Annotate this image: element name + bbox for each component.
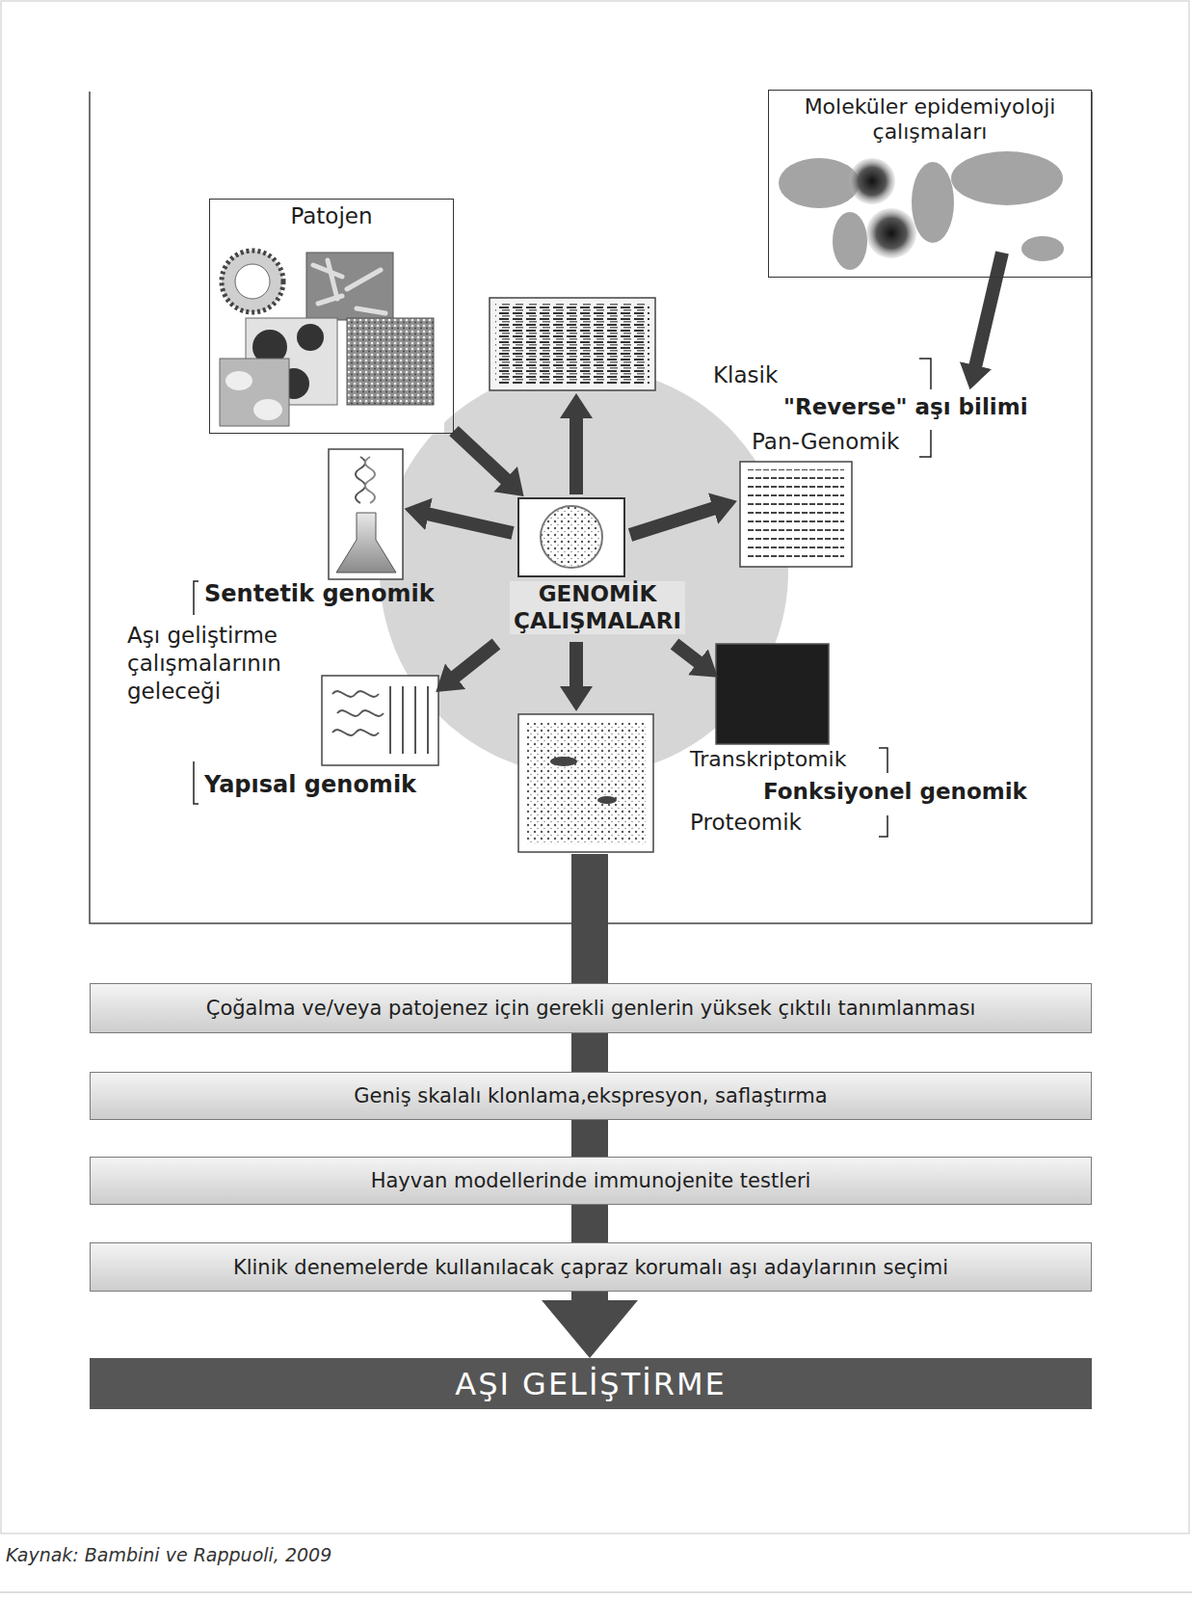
- node-text: Klinik denemelerde kullanılacak çapraz k…: [233, 1255, 949, 1279]
- page-frame: [0, 0, 1190, 1534]
- gel-spots: [526, 722, 646, 845]
- node-text: AŞI GELİŞTİRME: [454, 1365, 726, 1403]
- node-text: Çoğalma ve/veya patojenez için gerekli g…: [206, 996, 976, 1020]
- node-text: GENOMİK ÇALIŞMALARI: [509, 581, 686, 635]
- cell: [225, 370, 253, 391]
- group-label: "Reverse" aşı bilimi: [783, 394, 1029, 422]
- continent: [911, 161, 954, 243]
- study-arrow: [453, 643, 497, 678]
- microarray-image: [715, 643, 829, 744]
- method-label: Klasik: [713, 362, 778, 390]
- genome-image: [518, 498, 625, 577]
- proteome-image: [518, 714, 654, 852]
- page-rule: [0, 1591, 1192, 1593]
- map-box: Moleküler epidemiyoloji çalışmaları: [768, 89, 1092, 278]
- pipeline-band: Çoğalma ve/veya patojenez için gerekli g…: [89, 982, 1092, 1034]
- pangenome-grid: [747, 469, 845, 559]
- flow-arrow: [571, 1119, 609, 1157]
- study-arrow: [569, 641, 583, 689]
- virus-core: [235, 264, 270, 299]
- sequence-lines: [495, 303, 650, 385]
- study-arrow: [426, 513, 513, 533]
- gel-spot: [550, 756, 578, 767]
- bacteria-rods: [313, 260, 386, 314]
- parasite-photo: [346, 317, 434, 405]
- flask-image: [328, 449, 403, 580]
- pathogen-pictures: [219, 250, 434, 426]
- gel-spot: [597, 795, 617, 804]
- continent: [778, 158, 860, 209]
- pipeline-band: Hayvan modellerinde immunojenite testler…: [89, 1156, 1092, 1205]
- source-caption: Kaynak: Bambini ve Rappuoli, 2009: [5, 1543, 332, 1565]
- pipeline-shaft: [571, 853, 609, 983]
- flow-arrow: [571, 1033, 609, 1072]
- node-text: Patojen: [210, 199, 453, 235]
- method-label: Transkriptomik: [689, 746, 847, 772]
- structure-image: [321, 675, 439, 766]
- study-arrow: [674, 643, 700, 663]
- group-label: Yapısal genomik: [204, 770, 417, 799]
- bacteria-photo: [306, 252, 394, 320]
- cell-photo: [219, 358, 290, 426]
- world-map: [778, 151, 1064, 270]
- pipeline-band: Klinik denemelerde kullanılacak çapraz k…: [89, 1242, 1092, 1292]
- node-text: Moleküler epidemiyoloji çalışmaları: [768, 90, 1091, 150]
- pangenome-image: [740, 461, 852, 567]
- method-label: Proteomik: [689, 809, 802, 837]
- continent: [951, 151, 1063, 206]
- node-text: Hayvan modellerinde immunojenite testler…: [370, 1168, 812, 1192]
- flow-arrow: [541, 1291, 638, 1358]
- continent: [832, 211, 868, 270]
- study-arrow: [569, 416, 583, 495]
- flow-arrow: [571, 1204, 609, 1243]
- outbreak-spot: [848, 158, 896, 205]
- virus-particle: [221, 250, 284, 313]
- protein-ribbons: [332, 686, 428, 754]
- pathogen-box: Patojen: [209, 198, 454, 434]
- center-panel: GENOMİK ÇALIŞMALARI: [501, 496, 694, 635]
- group-label: Sentetik genomik: [204, 580, 435, 609]
- group-label: Fonksiyonel genomik: [763, 778, 1028, 806]
- result-bar: AŞI GELİŞTİRME: [89, 1357, 1092, 1409]
- flask: [336, 512, 397, 573]
- node-text: Geniş skalalı klonlama,ekspresyon, safla…: [353, 1084, 827, 1108]
- pathogen-ground: [209, 198, 445, 434]
- continent: [1021, 236, 1064, 262]
- outbreak-spot: [866, 208, 917, 259]
- layout-arrows: [426, 252, 1003, 983]
- flow-arrow: [449, 425, 524, 497]
- genome-map: [540, 505, 603, 568]
- epidemiology-arrow: [975, 252, 1003, 368]
- cell: [253, 398, 283, 421]
- coccus: [296, 323, 324, 351]
- dna-helix: [355, 456, 366, 504]
- brackets: [193, 358, 931, 837]
- study-arrow: [630, 507, 716, 535]
- sequence-image: [489, 297, 656, 391]
- side-note: Aşı geliştirme çalışmalarının geleceği: [127, 621, 282, 705]
- method-label: Pan-Genomik: [751, 428, 900, 456]
- dna-helix: [365, 456, 375, 504]
- figure-frame: [89, 91, 1092, 924]
- pipeline-band: Geniş skalalı klonlama,ekspresyon, safla…: [89, 1071, 1092, 1120]
